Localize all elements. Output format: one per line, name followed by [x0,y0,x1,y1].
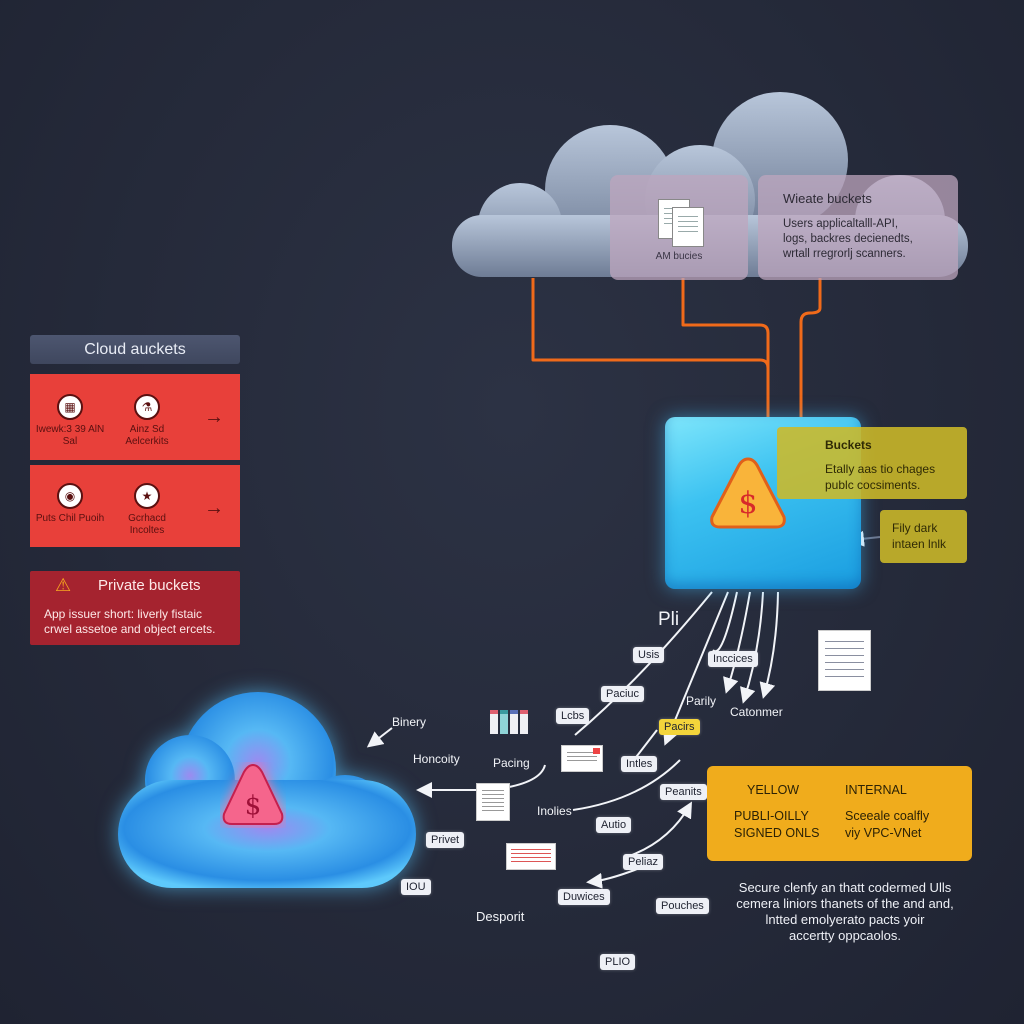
bucket-row-1[interactable]: ▦ Iwewk:3 39 AlN Sal ⚗ Ainz Sd Aelcerkit… [30,374,240,460]
bucket-row-1-item-1[interactable]: ▦ Iwewk:3 39 AlN Sal [35,394,105,448]
chip-incices[interactable]: Inccices [708,651,758,667]
security-description: Secure clenfy an thatt codermed Ulls cem… [736,880,954,943]
yellow-column-lines: PUBLI-OILLY SIGNED ONLS [734,809,820,840]
svg-text:$: $ [738,486,757,521]
chip-usis[interactable]: Usis [633,647,665,663]
label-customer: Catonmer [730,705,783,719]
yellow-column-title: YELLOW [747,783,800,797]
chip-intles[interactable]: Intles [621,756,658,772]
arrow-right-icon[interactable]: → [204,406,224,428]
warning-triangle-pink-icon: $ [222,763,284,825]
orange-line-2 [681,278,770,417]
flow-line-inolies [572,759,681,811]
chip-duvices[interactable]: Duwices [558,889,610,905]
file-document-icon [476,783,510,821]
bucket-item-label: Iwewk:3 39 AlN Sal [35,424,105,447]
private-buckets-card: ⚠ Private buckets App issuer short: live… [30,571,240,645]
orange-line-3 [799,278,822,417]
label-pli: Pli [658,609,680,630]
bucket-row-1-item-2[interactable]: ⚗ Ainz Sd Aelcerkits [112,394,182,448]
document-icon [672,207,704,247]
building-icon: ▦ [57,394,83,420]
warning-icon: ⚠ [55,575,72,595]
buckets-note-title: Buckets [825,438,872,452]
side-note: Fily dark intaen lnlk [880,510,967,563]
access-level-card: YELLOW PUBLI-OILLY SIGNED ONLS INTERNAL … [707,766,972,861]
star-icon: ★ [134,483,160,509]
label-pacing: Pacing [493,756,530,770]
chip-pacirs[interactable]: Pacirs [659,719,700,735]
camera-icon: ◉ [57,483,83,509]
flow-line-cust-1 [740,591,764,704]
label-inolies: Inolies [537,804,572,818]
chip-peliaz[interactable]: Peliaz [623,854,663,870]
label-parily: Parily [686,694,717,708]
lab-flask-icon: ⚗ [134,394,160,420]
chip-autio[interactable]: Autio [596,817,632,833]
chip-privet[interactable]: Privet [426,832,465,848]
doc-bucket-card[interactable]: AM bucies [610,175,748,280]
chip-plio[interactable]: PLIO [600,954,636,970]
bucket-item-label: Puts Chil Puoih [35,513,105,524]
private-buckets-description: App issuer short: liverly fistaic crwel … [44,607,216,636]
cloud-buckets-header: Cloud auckets [30,335,240,364]
create-buckets-description: Users applicaltalll-API, logs, backres d… [783,218,913,260]
flow-line-usis [574,591,713,736]
bucket-item-label: Gcrhacd Incoltes [128,513,166,536]
buckets-note: Buckets Etally aas tio chages publc cocs… [777,427,967,499]
create-buckets-card: Wieate buckets Users applicaltalll-API, … [758,175,958,280]
checklist-document-icon [818,630,871,691]
binders-icon [490,710,528,734]
bucket-row-2-item-2[interactable]: ★ Gcrhacd Incoltes [112,483,182,537]
chip-iou[interactable]: IOU [401,879,431,895]
svg-text:$: $ [245,791,262,821]
bucket-row-2[interactable]: ◉ Puts Chil Puoih ★ Gcrhacd Incoltes → [30,465,240,547]
spreadsheet-document-icon [506,843,556,870]
internal-column-title: INTERNAL [845,783,907,797]
flow-line-binary [366,727,393,748]
orange-line-1 [531,278,770,417]
bucket-row-2-item-1[interactable]: ◉ Puts Chil Puoih [35,483,105,525]
email-document-icon [561,745,603,772]
flow-line-cust-2 [759,591,779,699]
flow-line-parily [723,591,751,694]
label-desport: Desporit [476,909,525,924]
chip-paciuc[interactable]: Paciuc [601,686,645,702]
bucket-item-label: Ainz Sd Aelcerkits [125,424,169,447]
chip-lcbs[interactable]: Lcbs [556,708,590,724]
arrow-right-icon[interactable]: → [204,497,224,519]
internal-column-lines: Sceeale coalfly viy VPC-VNet [845,809,930,840]
doc-bucket-label: AM bucies [655,251,703,262]
chip-peanits[interactable]: Peanits [660,784,707,800]
flow-line-peanits [631,801,692,856]
buckets-note-text: Etally aas tio chages publc cocsiments. [825,462,936,492]
warning-triangle-icon: $ [710,457,786,529]
chip-pouches[interactable]: Pouches [656,898,709,914]
label-honcoity: Honcoity [413,752,460,766]
label-binary: Binery [392,715,427,729]
private-buckets-title: Private buckets [98,577,201,594]
create-buckets-title: Wieate buckets [783,191,872,206]
